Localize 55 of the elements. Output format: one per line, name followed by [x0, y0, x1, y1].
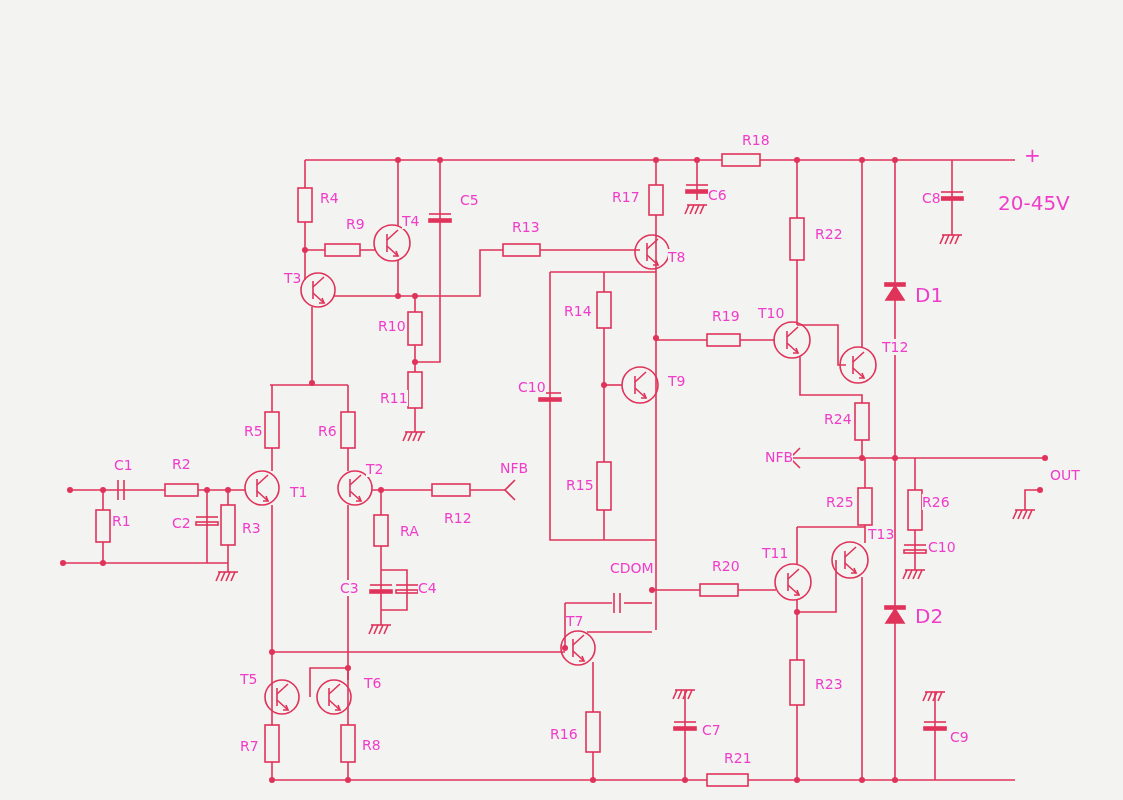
- component-label: C7: [702, 722, 721, 738]
- component-label: R3: [242, 520, 261, 536]
- component-label: T6: [364, 675, 382, 691]
- component-label: R18: [742, 132, 770, 148]
- component-label: R1: [112, 513, 131, 529]
- component-label: T1: [290, 484, 308, 500]
- component-label: CDOM: [610, 560, 654, 576]
- component-label: T10: [758, 305, 785, 321]
- component-label: T3: [284, 270, 302, 286]
- component-label: R21: [724, 750, 752, 766]
- component-label: R7: [240, 738, 259, 754]
- component-label: R17: [612, 189, 640, 205]
- component-label: R22: [815, 226, 843, 242]
- component-label: T12: [882, 339, 909, 355]
- output-label: OUT: [1050, 467, 1080, 483]
- component-label: T9: [668, 373, 686, 389]
- component-label: R4: [320, 190, 339, 206]
- component-label: R14: [564, 303, 592, 319]
- component-label: R9: [346, 216, 365, 232]
- component-label: C4: [418, 580, 437, 596]
- component-label: C2: [172, 515, 191, 531]
- component-label: R15: [566, 477, 594, 493]
- signal-label: NFB: [765, 449, 794, 465]
- component-label: T13: [868, 526, 895, 542]
- component-label: R25: [826, 494, 854, 510]
- component-label: R6: [318, 423, 337, 439]
- component-label: R8: [362, 737, 381, 753]
- component-label: C1: [114, 457, 133, 473]
- component-label: R10: [378, 318, 406, 334]
- component-label: C9: [950, 729, 969, 745]
- component-label: R23: [815, 676, 843, 692]
- component-label: RA: [400, 523, 419, 539]
- component-label: T7: [566, 613, 584, 629]
- component-label: C6: [708, 187, 727, 203]
- component-label: R12: [444, 510, 472, 526]
- component-label: R26: [922, 494, 950, 510]
- component-label: R5: [244, 423, 263, 439]
- component-label: T2: [366, 461, 384, 477]
- component-label: R20: [712, 558, 740, 574]
- component-label: R2: [172, 456, 191, 472]
- component-label: T4: [402, 213, 420, 229]
- component-label: C5: [460, 192, 479, 208]
- signal-label: NFB: [500, 460, 529, 476]
- component-label: C3: [340, 580, 359, 596]
- component-label: C10: [928, 539, 956, 555]
- component-label: C8: [922, 190, 941, 206]
- component-label: R13: [512, 219, 540, 235]
- component-label: R16: [550, 726, 578, 742]
- component-label: T8: [668, 249, 686, 265]
- component-label: C10: [518, 379, 546, 395]
- component-label: T5: [240, 671, 258, 687]
- component-label: R11: [380, 390, 408, 406]
- component-label: T11: [762, 545, 789, 561]
- component-label: R19: [712, 308, 740, 324]
- component-label: R24: [824, 411, 852, 427]
